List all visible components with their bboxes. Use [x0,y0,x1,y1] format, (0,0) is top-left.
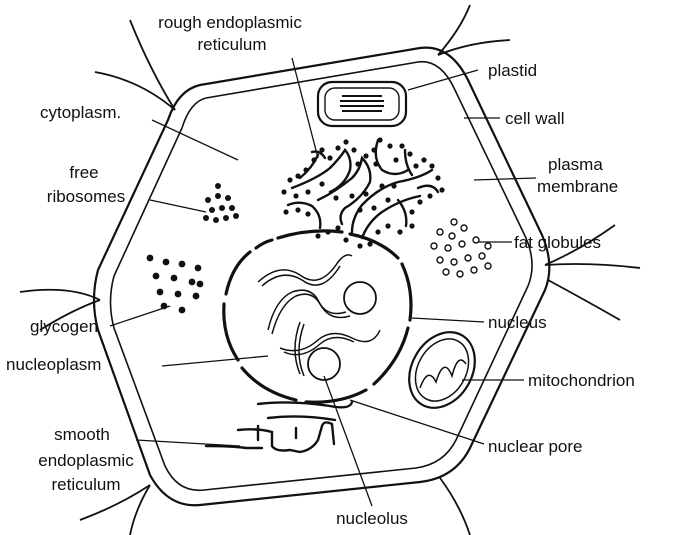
label-free-ribosomes-line2: ribosomes [47,187,125,206]
label-rough-er-line1: rough endoplasmic [158,13,302,32]
fat-globules [431,219,491,277]
label-nucleolus: nucleolus [336,509,408,528]
nucleus [224,231,411,402]
label-nucleus: nucleus [488,313,547,332]
cell-wall-outer [94,48,549,506]
label-cell-wall: cell wall [505,109,565,128]
label-free-ribosomes-line1: free [69,163,98,182]
label-rough-er-line2: reticulum [198,35,267,54]
glycogen-granules [147,255,204,314]
ptr-free-ribosomes [150,200,206,212]
ptr-nucleolus [324,376,372,506]
label-smooth-er-line2: endoplasmic [38,451,134,470]
label-smooth-er-line1: smooth [54,425,110,444]
ptr-nucleus [412,318,484,322]
plastid [318,82,406,126]
ptr-rough-er [292,58,318,158]
free-ribosomes [203,183,239,223]
nuclear-envelope [224,231,411,402]
ptr-smooth-er [136,440,240,446]
label-fat-globules: fat globules [514,233,601,252]
label-plastid: plastid [488,61,537,80]
ptr-glycogen [110,306,170,326]
nucleolus-small [344,282,376,314]
nucleoplasm-chromatin [258,255,380,376]
label-plasma-membrane-line2: membrane [537,177,618,196]
mitochondrion [396,320,488,419]
ptr-nucleoplasm [162,356,268,366]
ptr-cytoplasm [152,120,238,160]
smooth-endoplasmic-reticulum [206,402,352,452]
label-mitochondrion: mitochondrion [528,371,635,390]
label-smooth-er-line3: reticulum [52,475,121,494]
nucleolus [308,348,340,380]
label-glycogen: glycogen [30,317,98,336]
label-cytoplasm: cytoplasm. [40,103,121,122]
label-nuclear-pore: nuclear pore [488,437,583,456]
ptr-plasma-membrane [474,178,536,180]
label-nucleoplasm: nucleoplasm [6,355,101,374]
label-plasma-membrane-line1: plasma [548,155,603,174]
